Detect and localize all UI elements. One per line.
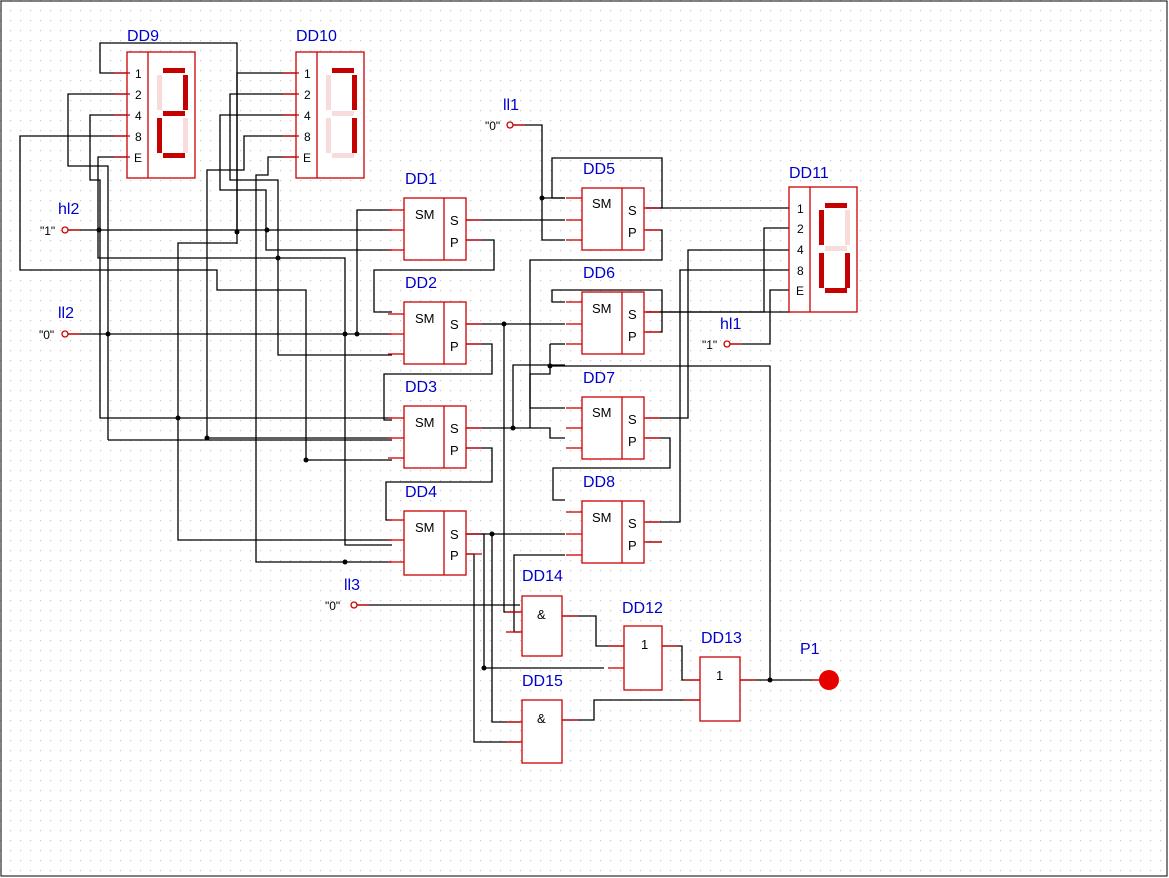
- display-dd9: DD9 1 2 4 8 E: [114, 28, 196, 179]
- pin-label: E: [134, 151, 142, 165]
- svg-text:P: P: [450, 548, 459, 563]
- source-hl1[interactable]: hl1 "1": [702, 316, 742, 352]
- led-indicator: [819, 670, 839, 690]
- display-dd10: DD10 1 2 4 8 E: [283, 28, 365, 179]
- svg-text:&: &: [537, 607, 546, 622]
- adder-dd6: DD6 SM S P: [566, 265, 660, 355]
- svg-text:P: P: [628, 434, 637, 449]
- gate-label: DD15: [522, 673, 563, 690]
- adder-label: DD2: [405, 275, 437, 292]
- wires: [19, 42, 828, 743]
- svg-text:S: S: [450, 421, 459, 436]
- gate-dd14: DD14 &: [506, 568, 578, 657]
- svg-text:P: P: [450, 339, 459, 354]
- pin-label: 8: [797, 264, 804, 278]
- source-value: "0": [325, 599, 340, 613]
- gate-label: DD14: [522, 568, 563, 585]
- svg-text:S: S: [628, 412, 637, 427]
- svg-text:S: S: [628, 516, 637, 531]
- source-hl2[interactable]: hl2 "1": [40, 201, 80, 238]
- source-label: ll2: [58, 305, 74, 322]
- source-label: ll3: [344, 577, 360, 594]
- pin-label: 2: [304, 88, 311, 102]
- source-label: ll1: [503, 97, 519, 114]
- gate-dd13: DD13 1: [684, 630, 756, 722]
- gate-dd15: DD15 &: [506, 673, 578, 764]
- svg-text:P: P: [628, 329, 637, 344]
- svg-text:S: S: [450, 527, 459, 542]
- gate-label: DD13: [701, 630, 742, 647]
- gate-dd12: DD12 1: [608, 600, 678, 691]
- pin-label: 4: [135, 109, 142, 123]
- adder-dd7: DD7 SM S P: [566, 370, 660, 460]
- pin-label: 4: [304, 109, 311, 123]
- svg-text:P: P: [628, 225, 637, 240]
- source-ll3[interactable]: ll3 "0": [325, 577, 369, 613]
- source-label: hl1: [720, 316, 741, 333]
- pin-label: 8: [304, 130, 311, 144]
- pin-label: 4: [797, 243, 804, 257]
- adder-label: DD3: [405, 379, 437, 396]
- svg-text:1: 1: [716, 668, 723, 683]
- display-label: DD11: [789, 165, 829, 182]
- display-dd11: DD11 1 2 4 8 E: [788, 165, 858, 313]
- display-label: DD10: [296, 28, 337, 45]
- adder-label: DD6: [583, 265, 615, 282]
- digit-segments: [326, 68, 357, 158]
- adder-dd3: DD3 SM S P: [388, 379, 482, 469]
- svg-text:1: 1: [641, 637, 648, 652]
- adder-label: DD5: [583, 161, 615, 178]
- svg-text:SM: SM: [415, 311, 435, 326]
- output-label: P1: [800, 641, 820, 658]
- svg-text:SM: SM: [592, 196, 612, 211]
- svg-text:P: P: [450, 443, 459, 458]
- gate-label: DD12: [622, 600, 663, 617]
- svg-text:P: P: [450, 235, 459, 250]
- svg-text:P: P: [628, 538, 637, 553]
- adder-dd4: DD4 SM S P: [388, 484, 482, 576]
- svg-text:SM: SM: [415, 520, 435, 535]
- svg-text:SM: SM: [592, 405, 612, 420]
- svg-text:SM: SM: [592, 301, 612, 316]
- svg-text:SM: SM: [415, 415, 435, 430]
- adder-dd2: DD2 SM S P: [388, 275, 482, 365]
- pin-label: 1: [135, 67, 142, 81]
- source-value: "0": [39, 328, 54, 342]
- digit-segments: [157, 68, 188, 158]
- adder-dd5: DD5 SM S P: [566, 161, 660, 251]
- adder-dd1: DD1 SM S P: [388, 171, 482, 261]
- source-value: "1": [40, 224, 55, 238]
- source-ll2[interactable]: ll2 "0": [39, 305, 80, 342]
- svg-text:S: S: [450, 317, 459, 332]
- svg-text:S: S: [628, 203, 637, 218]
- svg-text:SM: SM: [415, 207, 435, 222]
- digit-segments: [819, 203, 850, 293]
- adder-label: DD8: [583, 474, 615, 491]
- pin-label: 1: [797, 202, 804, 216]
- adder-label: DD1: [405, 171, 437, 188]
- output-p1: P1: [800, 641, 839, 690]
- display-label: DD9: [127, 28, 159, 45]
- adder-dd8: DD8 SM S P: [566, 474, 662, 564]
- pin-label: 1: [304, 67, 311, 81]
- pin-label: E: [796, 284, 804, 298]
- pin-label: 2: [797, 222, 804, 236]
- source-value: "0": [485, 119, 500, 133]
- svg-text:S: S: [450, 213, 459, 228]
- svg-text:&: &: [537, 711, 546, 726]
- svg-text:S: S: [628, 307, 637, 322]
- adder-label: DD7: [583, 370, 615, 387]
- pin-label: E: [303, 151, 311, 165]
- adder-label: DD4: [405, 484, 437, 501]
- source-ll1[interactable]: ll1 "0": [485, 97, 525, 133]
- pin-label: 8: [135, 130, 142, 144]
- pin-label: 2: [135, 88, 142, 102]
- svg-text:SM: SM: [592, 510, 612, 525]
- source-label: hl2: [58, 201, 79, 218]
- junctions: [96, 195, 773, 683]
- source-value: "1": [702, 338, 717, 352]
